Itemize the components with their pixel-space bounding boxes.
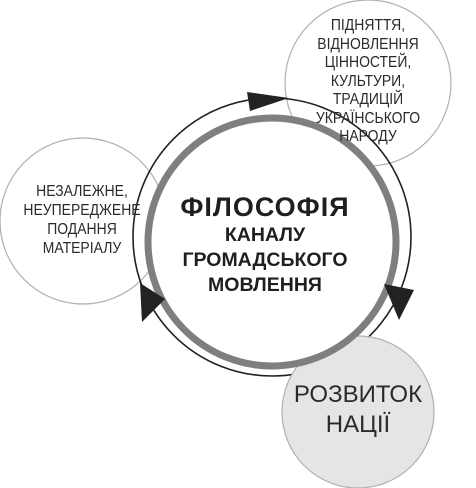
center-subtitle: КАНАЛУ ГРОМАДСЬКОГО МОВЛЕННЯ — [182, 224, 348, 296]
node-label-bottom-right: РОЗВИТОК НАЦІЇ — [293, 381, 423, 438]
center-label: ФІЛОСОФІЯ КАНАЛУ ГРОМАДСЬКОГО МОВЛЕННЯ — [150, 185, 380, 305]
arrowhead-left — [140, 283, 165, 322]
main-gray-ring — [144, 114, 400, 370]
node-label-left: НЕЗАЛЕЖНЕ, НЕУПЕРЕДЖЕНЕ ПОДАННЯ МАТЕРІАЛ… — [23, 183, 141, 257]
center-title: ФІЛОСОФІЯ — [180, 192, 350, 222]
arrowhead-top — [247, 92, 289, 111]
arrowhead-right — [384, 284, 414, 320]
node-label-top-right: ПІДНЯТТЯ, ВІДНОВЛЕННЯ ЦІННОСТЕЙ, КУЛЬТУР… — [315, 17, 421, 146]
